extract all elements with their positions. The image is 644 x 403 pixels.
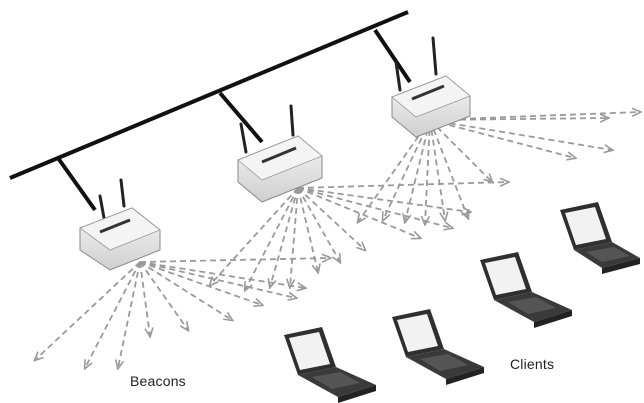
- beacon-arrows-ap-2: [210, 182, 508, 290]
- beacon-arrow: [297, 187, 318, 272]
- access-point-3: [391, 36, 471, 138]
- beacon-arrow: [270, 187, 299, 287]
- beacon-arrow: [425, 119, 431, 224]
- beacon-arrow: [429, 119, 575, 158]
- beacon-arrow: [139, 261, 188, 330]
- beacon-arrow: [429, 119, 468, 218]
- beacon-arrow: [405, 119, 431, 222]
- beacon-arrow: [297, 187, 365, 250]
- client-laptop-2: [392, 309, 484, 385]
- beacon-arrow: [245, 187, 299, 290]
- beacon-arrow: [297, 187, 452, 228]
- beacon-arrow: [429, 112, 640, 121]
- client-laptop-3: [480, 252, 572, 328]
- beacon-arrow: [297, 182, 508, 189]
- client-laptop-4: [560, 202, 640, 274]
- beacon-arrow: [290, 187, 299, 287]
- ap-drop-cable-1: [56, 156, 97, 212]
- clients-label: Clients: [510, 356, 555, 372]
- beacon-arrow: [429, 119, 612, 150]
- beacon-arrow: [383, 119, 431, 220]
- access-point-1: [79, 178, 161, 271]
- beacon-arrow: [297, 187, 420, 238]
- beacon-arrow: [35, 261, 141, 360]
- beacon-arrow: [210, 187, 299, 285]
- beacon-arrow: [85, 261, 141, 368]
- beacon-arrow: [139, 261, 232, 320]
- beacon-arrow: [139, 261, 305, 288]
- beacon-arrow: [358, 119, 431, 222]
- ap-drop-cable-2: [218, 91, 264, 144]
- beacon-arrow: [429, 119, 445, 220]
- beacon-arrows-ap-1: [35, 258, 330, 368]
- beacon-arrow: [429, 119, 492, 182]
- beacon-arrow: [118, 261, 141, 368]
- beacons-label: Beacons: [130, 373, 186, 389]
- beacon-arrows-ap-3: [358, 112, 640, 224]
- backbone-cable: [9, 10, 409, 180]
- access-point-2: [237, 104, 323, 203]
- beacon-arrow: [297, 187, 470, 212]
- beacon-arrow: [139, 261, 262, 305]
- beacon-arrow: [139, 261, 150, 336]
- client-laptop-1: [284, 327, 376, 403]
- beacon-arrow: [139, 258, 330, 263]
- ap-drop-cable-3: [373, 28, 412, 84]
- beacon-arrow: [297, 187, 340, 262]
